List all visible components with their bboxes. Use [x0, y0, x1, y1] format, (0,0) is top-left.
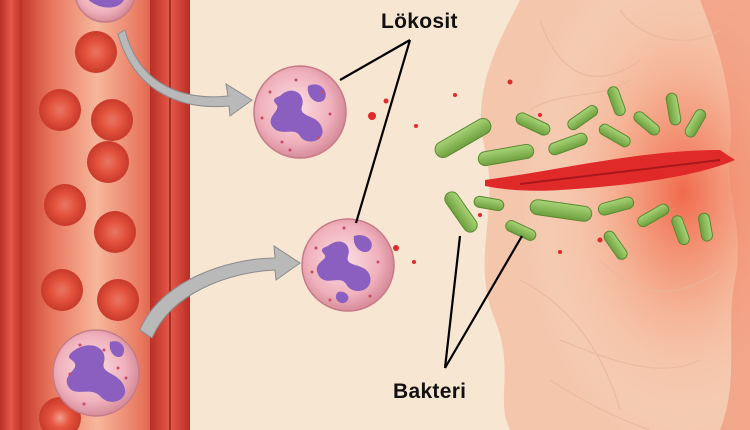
red-blood-cells [39, 31, 139, 430]
bacterium [473, 195, 505, 212]
red-blood-cell [44, 184, 86, 226]
bacterium [477, 143, 535, 167]
skin-edge [700, 0, 750, 430]
bacterium [684, 109, 707, 138]
bacterium [548, 132, 588, 156]
bacterium [598, 123, 631, 148]
bacterium [665, 92, 682, 126]
leukocyte-label: Lökosit [381, 10, 458, 33]
leukocyte-lower [301, 218, 395, 312]
bacterium [637, 203, 670, 228]
bacterium [671, 215, 690, 246]
bacterium [597, 196, 635, 216]
leukocyte-upper [253, 65, 347, 159]
red-blood-cell [97, 279, 139, 321]
bacterium [529, 199, 593, 222]
bacterium [505, 220, 537, 241]
tissue-fibers [519, 9, 721, 430]
migration-arrow-icon [139, 245, 301, 339]
bacterium [698, 212, 713, 242]
leukocyte-vessel-top [75, 0, 135, 23]
label-leader-lines [339, 39, 523, 369]
red-blood-cell [39, 89, 81, 131]
leukocyte-vessel-bottom [52, 329, 140, 417]
red-blood-cell [75, 31, 117, 73]
bacteria-label: Bakteri [393, 380, 467, 403]
bacterium [515, 112, 551, 136]
migration-arrow-icon [117, 29, 253, 117]
bacterium [607, 86, 626, 117]
red-blood-cell [91, 99, 133, 141]
vessel-wall-left [0, 0, 22, 430]
bacteria-colony [434, 86, 713, 260]
bacterium [444, 191, 478, 233]
bacterium [567, 104, 599, 131]
bacterium [434, 118, 492, 158]
red-blood-cell [94, 211, 136, 253]
bacterium [603, 230, 628, 260]
red-blood-cell [41, 269, 83, 311]
red-blood-cell [87, 141, 129, 183]
bacterium [633, 111, 660, 136]
